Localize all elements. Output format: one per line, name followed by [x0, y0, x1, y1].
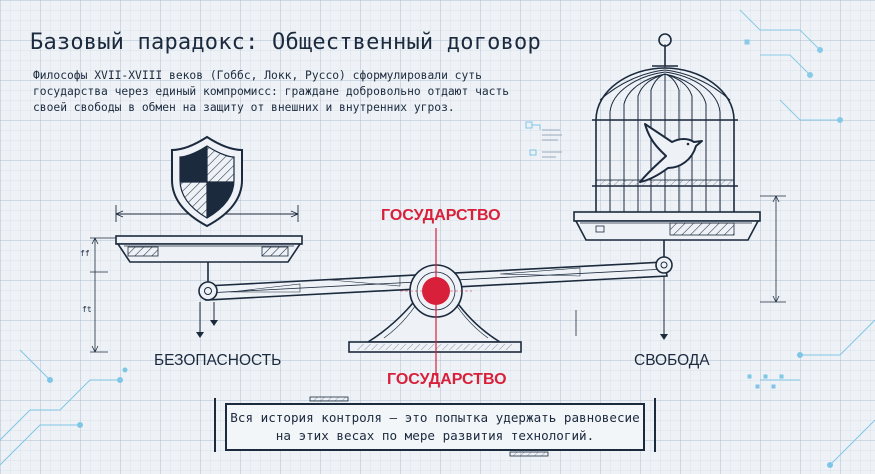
mini-schematic-note	[525, 121, 562, 158]
circuit-decor-left	[0, 349, 128, 466]
pivot-label-bottom: ГОСУДАРСТВО	[387, 371, 507, 388]
right-scale-pan	[573, 211, 761, 340]
dimension-mark-2: ft	[82, 305, 92, 314]
security-label: БЕЗОПАСНОСТЬ	[154, 352, 282, 369]
quote-frame-marks	[214, 396, 656, 457]
page-title: Базовый парадокс: Общественный договор	[30, 30, 541, 55]
left-scale-pan	[115, 235, 303, 338]
quote-text: Вся история контроля — это попытка удерж…	[230, 410, 640, 443]
pivot-point	[422, 277, 450, 305]
freedom-label: СВОБОДА	[634, 352, 710, 369]
bird-cage-icon	[592, 33, 738, 212]
intro-paragraph: Философы XVII-XVIII веков (Гоббс, Локк, …	[33, 69, 510, 114]
dimension-mark-1: ff	[80, 249, 90, 258]
quote-box: Вся история контроля — это попытка удерж…	[225, 403, 645, 451]
dimension-lines-left	[90, 237, 118, 353]
pivot-label-top: ГОСУДАРСТВО	[381, 207, 501, 224]
shield-icon	[171, 135, 243, 228]
circuit-decor-bottom-right	[747, 319, 875, 468]
dimension-lines-right	[664, 44, 786, 303]
circuit-decor-top-right	[739, 9, 843, 123]
